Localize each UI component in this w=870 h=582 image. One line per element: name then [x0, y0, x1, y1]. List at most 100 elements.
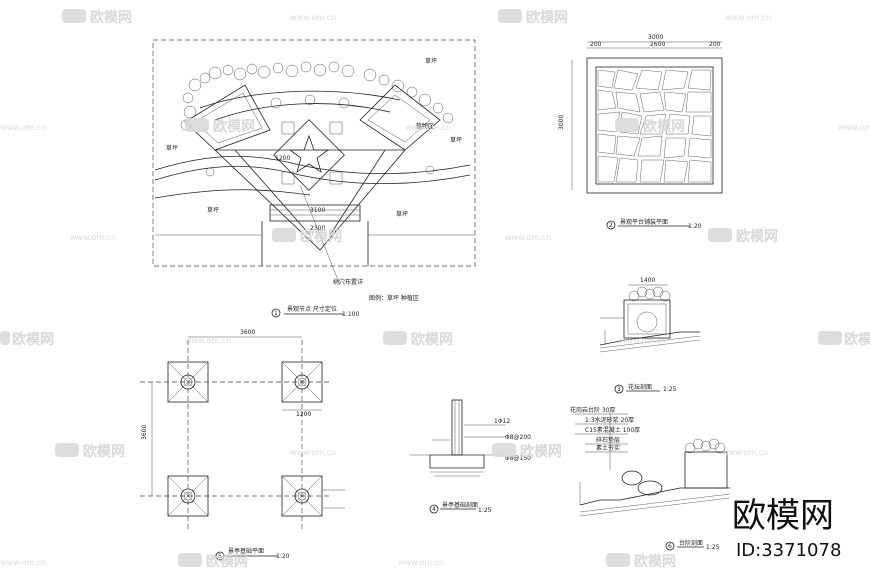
brand-logo-text: 欧模网 — [732, 496, 834, 536]
column — [451, 399, 463, 456]
arc-bench-outer — [199, 90, 401, 109]
step-profile — [579, 487, 730, 506]
rebar-note: Φ8@150 — [505, 455, 531, 462]
watermark-site: www.om.cn — [185, 336, 231, 345]
watermark-site: www.om.cn — [290, 13, 336, 22]
watermark-logo: 欧模网 — [818, 331, 870, 348]
footing-pad — [167, 361, 209, 403]
svg-text:欧模网: 欧模网 — [520, 443, 562, 460]
boulder — [621, 470, 643, 486]
svg-text:欧模网: 欧模网 — [844, 331, 870, 348]
footing-dim-top: 3600 — [240, 329, 255, 336]
asset-id: ID:3371078 — [736, 540, 841, 561]
watermark-layer: 欧模网 www.om.cn 欧模网 www.om.cn www.om.cn 欧模… — [0, 9, 870, 570]
plan-label: 植物区 — [416, 122, 434, 130]
layer-note: 1:3水泥砂浆 20厚 — [585, 416, 634, 424]
paving-stone-pattern — [597, 69, 712, 183]
drawing-number: 4 — [432, 506, 436, 513]
svg-text:2600: 2600 — [650, 41, 665, 48]
watermark-site: www.om.cn — [290, 448, 336, 457]
svg-text:欧模网: 欧模网 — [213, 118, 255, 135]
layer-note: 碎石垫层 — [596, 436, 620, 444]
watermark-site: www.om.cn — [0, 123, 46, 132]
paving-dim-left: 3000 — [558, 115, 565, 130]
watermark-logo: 欧模网 — [708, 228, 778, 245]
plan-label: 草坪 — [396, 210, 408, 218]
svg-text:欧模网: 欧模网 — [736, 228, 778, 245]
svg-text:200: 200 — [709, 41, 721, 48]
paving-plan-drawing: 3000 200 2600 200 3000 2 景观平台铺装平面 1:20 — [558, 34, 723, 230]
drawing-scale: 1:20 — [688, 223, 702, 230]
path-curve-2 — [154, 165, 471, 185]
plan-dim: 2300 — [310, 225, 325, 232]
drawing-scale: 1:20 — [276, 553, 290, 560]
drawing-number: 1 — [274, 310, 278, 317]
site-plan-drawing: 草坪 草坪 草坪 草坪 草坪 植物区 树穴布置详 3100 2300 1200 … — [152, 39, 476, 318]
drawing-number: 5 — [218, 553, 222, 560]
footing-dim-left: 3600 — [141, 425, 148, 440]
planter-section-drawing: 1400 3 花坛剖面 1:25 — [599, 277, 701, 394]
step-section-drawing: 花岗岩台阶 30厚 1:3水泥砂浆 20厚 C15素混凝土 100厚 碎石垫层 … — [570, 406, 731, 551]
plan-legend: 图例：草坪 种植区 — [369, 294, 419, 302]
paving-square-outer — [586, 57, 723, 194]
star-plaza — [273, 119, 345, 191]
center-triangle — [214, 149, 406, 251]
footing-pad — [167, 475, 209, 517]
watermark-site: www.om.cn — [722, 448, 768, 457]
arc-bench-inner — [214, 103, 391, 121]
drawing-title: 景观平台铺装平面 — [620, 218, 668, 226]
path-curve-1 — [154, 155, 471, 175]
step-shrubs — [684, 438, 726, 454]
drawing-number: 2 — [609, 222, 613, 229]
footing-pad — [281, 361, 323, 403]
boulder — [637, 480, 663, 496]
planter-dim: 1400 — [640, 277, 655, 284]
watermark-site: www.om.cn — [838, 123, 870, 132]
drawing-title: 景观节点 尺寸定位 — [287, 305, 337, 313]
layer-note: 素土夯实 — [596, 444, 620, 452]
watermark-site: www.om.cn — [620, 336, 666, 345]
watermark-logo: 欧模网 — [62, 9, 132, 26]
watermark-logo: 欧模网 — [492, 443, 562, 460]
footing-pad — [281, 475, 323, 517]
footing-base — [429, 454, 485, 469]
watermark-logo: 欧模网 — [606, 553, 676, 570]
wing-right — [359, 84, 441, 151]
step-planter — [684, 451, 728, 489]
plan-label: 草坪 — [207, 206, 219, 214]
svg-text:欧模网: 欧模网 — [411, 331, 453, 348]
watermark-site: www.om.cn — [505, 233, 551, 242]
watermark-logo: 欧模网 — [498, 9, 568, 26]
footing-plan-drawing: 3600 3600 1200 5 景亭基 — [140, 329, 345, 561]
wing-left — [184, 84, 271, 151]
rebar-note: 1Φ12 — [494, 418, 510, 425]
drawing-title: 花坛剖面 — [628, 383, 652, 391]
drawing-scale: 1:25 — [478, 507, 492, 514]
svg-text:欧模网: 欧模网 — [206, 553, 248, 570]
drawing-title: 景亭基础剖面 — [442, 501, 478, 509]
paving-square-inner — [595, 66, 714, 185]
path-curve-3 — [154, 189, 311, 199]
watermark-site: www.om.cn — [405, 123, 451, 132]
svg-text:欧模网: 欧模网 — [300, 228, 342, 245]
watermark-logo: 欧模网 — [55, 443, 125, 460]
planter-shrubs — [628, 286, 671, 302]
drawing-scale: 1:100 — [342, 311, 359, 318]
layer-note: C15素混凝土 100厚 — [585, 426, 640, 434]
entrance-steps — [269, 204, 361, 222]
rebar-note: Φ8@200 — [505, 434, 531, 441]
svg-text:欧模网: 欧模网 — [526, 9, 568, 26]
watermark-logo: 欧模网 — [0, 331, 54, 348]
svg-text:欧模网: 欧模网 — [90, 9, 132, 26]
watermark-site: www.om.cn — [0, 558, 46, 567]
plan-dim: 3100 — [310, 207, 325, 214]
svg-text:欧模网: 欧模网 — [12, 331, 54, 348]
watermark-site: www.om.cn — [70, 233, 116, 242]
watermark-logo: 欧模网 — [383, 331, 453, 348]
svg-text:欧模网: 欧模网 — [634, 553, 676, 570]
svg-text:欧模网: 欧模网 — [83, 443, 125, 460]
svg-text:200: 200 — [590, 41, 602, 48]
drawing-number: 6 — [668, 543, 672, 550]
watermark-site: www.om.cn — [725, 13, 771, 22]
